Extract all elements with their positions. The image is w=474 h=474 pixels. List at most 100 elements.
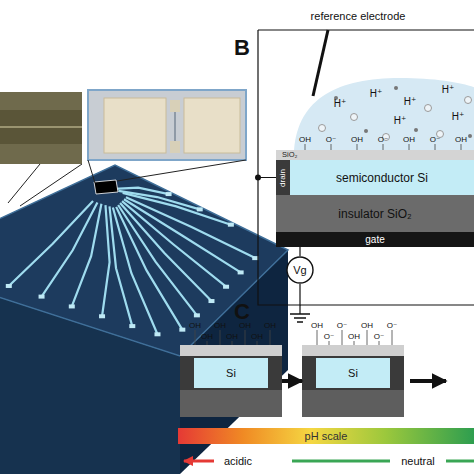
surface-group: OH bbox=[361, 322, 373, 330]
chip-trace bbox=[9, 201, 93, 286]
sensor-area bbox=[94, 180, 118, 194]
node-text: Si bbox=[316, 358, 390, 388]
micrograph bbox=[88, 90, 246, 160]
ion-label: H⁺ bbox=[442, 85, 455, 95]
leader-line bbox=[117, 160, 246, 181]
circuit-wire bbox=[258, 178, 300, 306]
chip-trace bbox=[102, 205, 110, 316]
surface-group: O⁻ bbox=[324, 333, 334, 341]
micrograph bbox=[0, 92, 82, 164]
reference-electrode bbox=[313, 30, 328, 96]
bond-tick bbox=[220, 330, 221, 345]
bond-tick bbox=[245, 330, 246, 345]
ion bbox=[351, 114, 358, 121]
surface-group: O⁻ bbox=[374, 333, 384, 341]
chip-pad bbox=[238, 270, 244, 274]
surface-group: O⁻ bbox=[378, 136, 388, 144]
scale-label: acidic bbox=[224, 456, 252, 467]
chip-trace bbox=[122, 201, 226, 287]
chip-pad bbox=[129, 324, 135, 328]
surface-group: OH bbox=[403, 136, 415, 144]
surface-group: OH bbox=[251, 333, 263, 341]
node-text: insulator SiO₂ bbox=[276, 195, 474, 232]
insulator-layer: insulator SiO₂ bbox=[276, 195, 474, 232]
ion bbox=[414, 128, 418, 132]
micrograph-line bbox=[0, 126, 82, 128]
chip-pad bbox=[252, 256, 258, 260]
chip-pad bbox=[39, 295, 45, 299]
drain-contact: drain bbox=[276, 160, 290, 195]
ion-label: H⁺ bbox=[370, 89, 383, 99]
ground-symbol bbox=[294, 317, 306, 319]
ion bbox=[465, 97, 472, 104]
fet-device: Si bbox=[180, 345, 282, 417]
circuit-wire bbox=[299, 247, 300, 256]
voltage-source: Vg bbox=[286, 256, 314, 284]
ion-label: H⁺ bbox=[452, 112, 465, 122]
surface-group: O⁻ bbox=[387, 322, 397, 330]
surface-group: OH bbox=[455, 136, 467, 144]
bond-tick bbox=[367, 330, 368, 345]
surface-group: OH bbox=[264, 322, 276, 330]
substrate-band bbox=[180, 390, 282, 417]
wire bbox=[257, 30, 258, 178]
chip-pad bbox=[99, 314, 105, 318]
channel-pad bbox=[170, 141, 180, 153]
chip-trace bbox=[118, 191, 199, 210]
node-text: semiconductor Si bbox=[290, 160, 474, 195]
bond-tick bbox=[317, 330, 318, 345]
fet-device: Si bbox=[302, 345, 404, 417]
chip-pad bbox=[166, 192, 172, 196]
surface-group: OH bbox=[311, 322, 323, 330]
surface-group: O⁻ bbox=[326, 136, 336, 144]
bond-tick bbox=[392, 330, 393, 345]
surface-group: OH bbox=[299, 136, 311, 144]
gate-layer: gate bbox=[276, 232, 474, 247]
surface-group: OH bbox=[214, 322, 226, 330]
chip-pad bbox=[228, 223, 234, 227]
ion bbox=[468, 134, 472, 138]
leader-line bbox=[20, 164, 82, 206]
process-arrow bbox=[282, 379, 302, 383]
chip-pad bbox=[69, 304, 75, 308]
chip-top bbox=[0, 165, 288, 356]
node-text: drain bbox=[276, 160, 290, 195]
chip-trace bbox=[123, 193, 231, 225]
chip-pad bbox=[179, 328, 185, 332]
chip-pad bbox=[208, 299, 214, 303]
oxide-strip bbox=[180, 345, 282, 356]
surface-group: OH bbox=[348, 333, 360, 341]
bond-tick bbox=[270, 330, 271, 345]
surface-group: O⁻ bbox=[430, 136, 440, 144]
chip-pad bbox=[6, 284, 12, 288]
neutral-line bbox=[292, 460, 390, 463]
process-arrow bbox=[410, 379, 446, 383]
node-text: SiO₂ bbox=[276, 150, 474, 160]
ph-scale-bar: pH scale bbox=[178, 428, 474, 444]
ion-label: H⁺ bbox=[404, 97, 417, 107]
surface-group: OH bbox=[239, 322, 251, 330]
ion bbox=[394, 86, 398, 90]
ion bbox=[319, 125, 326, 132]
ion bbox=[425, 105, 432, 112]
node-text: Si bbox=[194, 358, 268, 388]
scale-label: neutral bbox=[401, 456, 435, 467]
circle-outline bbox=[287, 257, 313, 283]
nanowire bbox=[174, 112, 176, 141]
neutral-line bbox=[446, 460, 474, 463]
ground-symbol bbox=[290, 313, 310, 315]
chip-trace bbox=[120, 203, 211, 301]
node-text: pH scale bbox=[178, 428, 474, 444]
node-text: gate bbox=[276, 232, 474, 247]
oxide-strip bbox=[302, 345, 404, 356]
bond-tick bbox=[195, 330, 196, 345]
ion bbox=[364, 129, 368, 133]
contact-pad bbox=[184, 98, 240, 153]
surface-group: OH bbox=[226, 333, 238, 341]
electrode-label: reference electrode bbox=[311, 11, 406, 22]
chip-pad bbox=[223, 285, 229, 289]
surface-group: OH bbox=[189, 322, 201, 330]
micrograph-band bbox=[0, 110, 82, 144]
